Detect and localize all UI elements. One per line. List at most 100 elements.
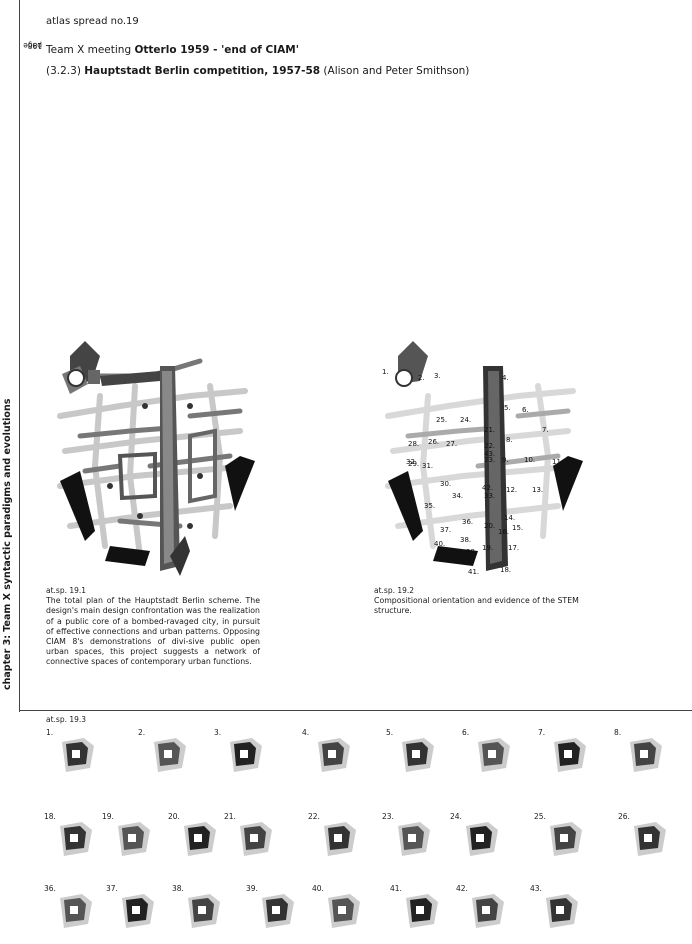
figure-1-id: at.sp. 19.1 bbox=[46, 586, 87, 595]
plan-label-15: 15. bbox=[512, 524, 523, 532]
thumbnail-drawing bbox=[188, 894, 220, 928]
plan-label-33: 33. bbox=[484, 492, 495, 500]
thumbnail-drawing bbox=[402, 738, 434, 772]
plan-label-11: 11. bbox=[552, 458, 563, 466]
thumbnail-drawing bbox=[318, 738, 350, 772]
chapter-label-text: chapter 3: Team X syntactic paradigms an… bbox=[2, 398, 13, 690]
plan-label-27: 27. bbox=[446, 440, 457, 448]
plan-label-25: 25. bbox=[436, 416, 447, 424]
thumbnail-number: 22. bbox=[308, 812, 320, 821]
thumbnail-drawing bbox=[634, 822, 666, 856]
thumbnail-6: 6. bbox=[462, 728, 532, 788]
plan-label-40: 40. bbox=[434, 540, 445, 548]
figure-1-caption: at.sp. 19.1 The total plan of the Haupts… bbox=[46, 586, 260, 668]
thumbnail-drawing bbox=[230, 738, 262, 772]
plan-label-28: 28. bbox=[408, 440, 419, 448]
thumbnail-42: 42. bbox=[456, 884, 526, 944]
thumbnail-26: 26. bbox=[618, 812, 688, 872]
thumbnail-39: 39. bbox=[246, 884, 316, 944]
plan-label-36: 36. bbox=[462, 518, 473, 526]
plan-label-16: 16. bbox=[498, 528, 509, 536]
plan-label-8: 8. bbox=[506, 436, 513, 444]
thumbnail-25: 25. bbox=[534, 812, 604, 872]
thumbnail-number: 41. bbox=[390, 884, 402, 893]
figure-1-caption-text: The total plan of the Hauptstadt Berlin … bbox=[46, 596, 260, 667]
plan-label-4: 4. bbox=[502, 374, 509, 382]
thumbnail-number: 42. bbox=[456, 884, 468, 893]
berlin-stem-structure-plan: 1.2.3.4.5.6.7.8.9.10.11.12.13.14.15.16.1… bbox=[382, 341, 583, 576]
thumbnail-number: 36. bbox=[44, 884, 56, 893]
meeting-title: Team X meeting Otterlo 1959 - 'end of CI… bbox=[46, 44, 299, 56]
thumbnail-20: 20. bbox=[168, 812, 238, 872]
plan-label-30: 30. bbox=[440, 480, 451, 488]
thumbnail-drawing bbox=[60, 894, 92, 928]
thumbnail-5: 5. bbox=[386, 728, 456, 788]
thumbnail-drawing bbox=[398, 822, 430, 856]
thumbnail-number: 8. bbox=[614, 728, 622, 737]
thumbnail-22: 22. bbox=[308, 812, 378, 872]
meeting-name: Otterlo 1959 - 'end of CIAM' bbox=[134, 44, 299, 56]
plan-label-31: 31. bbox=[422, 462, 433, 470]
thumbnail-number: 26. bbox=[618, 812, 630, 821]
thumbnail-drawing bbox=[184, 822, 216, 856]
margin-rule bbox=[19, 0, 20, 712]
figure-3-id: at.sp. 19.3 bbox=[46, 715, 87, 724]
plan-label-41: 41. bbox=[468, 568, 479, 576]
plan-label-3: 3. bbox=[434, 372, 441, 380]
thumbnail-3: 3. bbox=[214, 728, 284, 788]
thumbnail-number: 18. bbox=[44, 812, 56, 821]
thumbnail-number: 6. bbox=[462, 728, 470, 737]
plan-label-17: 17. bbox=[508, 544, 519, 552]
thumbnail-drawing bbox=[324, 822, 356, 856]
thumbnail-drawing bbox=[546, 894, 578, 928]
thumbnail-number: 5. bbox=[386, 728, 394, 737]
thumbnail-drawing bbox=[122, 894, 154, 928]
spread-title: atlas spread no.19 bbox=[46, 16, 139, 27]
thumbnail-drawing bbox=[262, 894, 294, 928]
thumbnail-4: 4. bbox=[302, 728, 372, 788]
plan-label-20: 20. bbox=[484, 522, 495, 530]
thumbnail-drawing bbox=[62, 738, 94, 772]
project-title: (3.2.3) Hauptstadt Berlin competition, 1… bbox=[46, 65, 469, 77]
thumbnail-drawing bbox=[554, 738, 586, 772]
plan-label-29: 29. bbox=[408, 460, 419, 468]
plan-label-6: 6. bbox=[522, 406, 529, 414]
thumbnail-41: 41. bbox=[390, 884, 460, 944]
thumbnail-38: 38. bbox=[172, 884, 242, 944]
thumbnail-number: 39. bbox=[246, 884, 258, 893]
figure-2-caption-text: Compositional orientation and evidence o… bbox=[374, 596, 579, 616]
plan-label-38: 38. bbox=[460, 536, 471, 544]
project-authors: (Alison and Peter Smithson) bbox=[320, 65, 470, 77]
thumbnail-drawing bbox=[118, 822, 150, 856]
plan-label-5: 5. bbox=[504, 404, 511, 412]
thumbnail-8: 8. bbox=[614, 728, 684, 788]
thumbnail-drawing bbox=[154, 738, 186, 772]
thumbnail-23: 23. bbox=[382, 812, 452, 872]
figure-2-id: at.sp. 19.2 bbox=[374, 586, 415, 595]
plan-label-42: 42. bbox=[482, 484, 493, 492]
berlin-total-plan bbox=[57, 341, 255, 576]
plan-label-22: 22. bbox=[484, 442, 495, 450]
thumbnail-7: 7. bbox=[538, 728, 608, 788]
thumbnail-number: 21. bbox=[224, 812, 236, 821]
thumbnail-drawing bbox=[478, 738, 510, 772]
thumbnail-number: 2. bbox=[138, 728, 146, 737]
thumbnail-19: 19. bbox=[102, 812, 172, 872]
plan-label-39: 39. bbox=[466, 548, 477, 556]
plan-label-18: 18. bbox=[500, 566, 511, 574]
plan-label-13: 13. bbox=[532, 486, 543, 494]
page-number: page 198 bbox=[2, 10, 42, 50]
thumbnail-drawing bbox=[466, 822, 498, 856]
plan-label-7: 7. bbox=[542, 426, 549, 434]
plan-label-14: 14. bbox=[504, 514, 515, 522]
thumbnail-drawing bbox=[472, 894, 504, 928]
thumbnail-number: 38. bbox=[172, 884, 184, 893]
thumbnail-number: 23. bbox=[382, 812, 394, 821]
thumbnail-drawing bbox=[630, 738, 662, 772]
plan-label-24: 24. bbox=[460, 416, 471, 424]
thumbnail-1: 1. bbox=[46, 728, 116, 788]
plan-label-26: 26. bbox=[428, 438, 439, 446]
plan-label-19: 19. bbox=[482, 544, 493, 552]
meeting-prefix: Team X meeting bbox=[46, 44, 135, 56]
thumbnail-number: 40. bbox=[312, 884, 324, 893]
